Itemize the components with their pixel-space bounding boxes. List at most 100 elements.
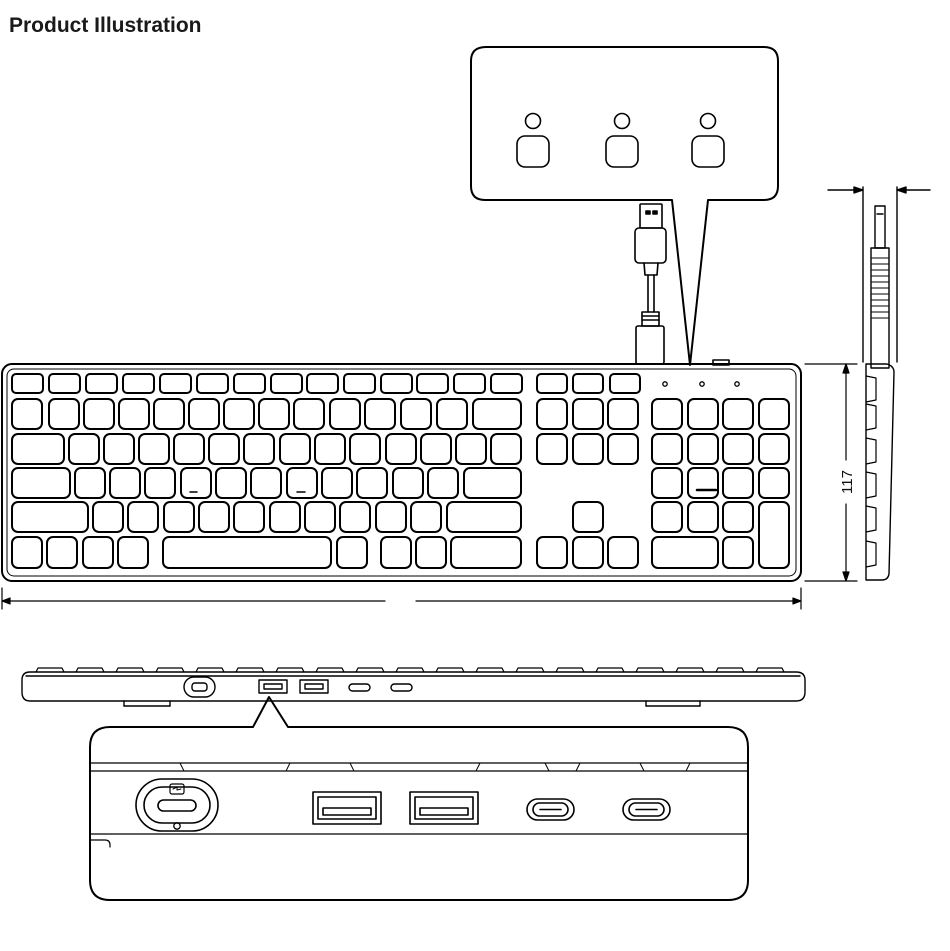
key bbox=[93, 502, 123, 532]
key-bump-markers bbox=[190, 490, 716, 492]
key-numpad bbox=[652, 399, 682, 429]
key-modifier bbox=[416, 537, 446, 568]
key-shift-right bbox=[447, 502, 521, 532]
usb-strain-relief bbox=[642, 312, 659, 326]
key bbox=[280, 434, 310, 464]
front-usb-c-port-2 bbox=[391, 684, 412, 691]
key bbox=[350, 434, 380, 464]
key-space bbox=[163, 537, 331, 568]
key-numpad bbox=[723, 537, 753, 568]
key-function bbox=[12, 374, 43, 393]
callout-power-switch bbox=[136, 779, 218, 831]
key bbox=[104, 434, 134, 464]
key bbox=[491, 434, 521, 464]
key bbox=[181, 468, 211, 498]
key-arrow bbox=[537, 537, 567, 568]
key-numpad bbox=[723, 399, 753, 429]
indicator-led-2 bbox=[615, 114, 630, 129]
key bbox=[376, 502, 406, 532]
key bbox=[154, 399, 184, 429]
width-dimension bbox=[2, 588, 801, 609]
key bbox=[386, 434, 416, 464]
key-function bbox=[160, 374, 191, 393]
key-numpad bbox=[652, 434, 682, 464]
keyboard-keys bbox=[12, 374, 789, 568]
callout-usb-c-port-2 bbox=[623, 799, 670, 820]
key-numpad bbox=[652, 502, 682, 532]
key bbox=[270, 502, 300, 532]
key-arrow bbox=[573, 537, 603, 568]
height-dimension-label: 117 bbox=[839, 470, 856, 494]
key-numpad bbox=[723, 434, 753, 464]
key-nav bbox=[608, 434, 638, 464]
key-numpad-zero bbox=[652, 537, 718, 568]
key bbox=[315, 434, 345, 464]
side-key-profile bbox=[866, 541, 876, 567]
key bbox=[110, 468, 140, 498]
key bbox=[357, 468, 387, 498]
front-usb-a-port-2 bbox=[300, 680, 328, 693]
callout-usb-c-port-1 bbox=[527, 799, 574, 820]
key bbox=[322, 468, 352, 498]
key-function bbox=[234, 374, 265, 393]
front-power-switch bbox=[184, 677, 215, 697]
key bbox=[411, 502, 441, 532]
key-function bbox=[454, 374, 485, 393]
callout-usb-a-port-1 bbox=[313, 792, 381, 824]
key bbox=[401, 399, 431, 429]
key-backspace bbox=[473, 399, 521, 429]
keyboard-status-leds bbox=[663, 382, 739, 386]
key-arrow bbox=[608, 537, 638, 568]
key bbox=[209, 434, 239, 464]
side-body bbox=[866, 364, 894, 580]
indicator-callout bbox=[471, 47, 778, 365]
height-dimension: 117 bbox=[805, 364, 857, 581]
key bbox=[119, 399, 149, 429]
key-modifier bbox=[381, 537, 411, 568]
key-function bbox=[573, 374, 603, 393]
key bbox=[75, 468, 105, 498]
key bbox=[340, 502, 370, 532]
keyboard-front-view bbox=[22, 668, 805, 706]
key bbox=[437, 399, 467, 429]
key-enter bbox=[464, 468, 521, 498]
side-key-profile bbox=[866, 376, 876, 402]
indicator-led-3 bbox=[701, 114, 716, 129]
front-usb-a-port-1 bbox=[259, 680, 287, 693]
key-function bbox=[344, 374, 375, 393]
key bbox=[174, 434, 204, 464]
key-nav bbox=[537, 434, 567, 464]
key bbox=[12, 399, 42, 429]
key bbox=[330, 399, 360, 429]
key bbox=[456, 434, 486, 464]
key-tab bbox=[12, 434, 64, 464]
usb-plug-body bbox=[635, 228, 666, 263]
key-numpad bbox=[652, 468, 682, 498]
key-function bbox=[49, 374, 80, 393]
key-numpad bbox=[688, 399, 718, 429]
key bbox=[69, 434, 99, 464]
key-function bbox=[537, 374, 567, 393]
key bbox=[234, 502, 264, 532]
key bbox=[428, 468, 458, 498]
key bbox=[164, 502, 194, 532]
key-caps-lock bbox=[12, 468, 70, 498]
key-numpad-enter bbox=[759, 502, 789, 568]
key bbox=[84, 399, 114, 429]
side-key-profile bbox=[866, 472, 876, 498]
key-function bbox=[86, 374, 117, 393]
key bbox=[244, 434, 274, 464]
key-nav bbox=[608, 399, 638, 429]
key bbox=[139, 434, 169, 464]
key bbox=[49, 399, 79, 429]
key bbox=[421, 434, 451, 464]
key bbox=[365, 399, 395, 429]
key-nav bbox=[537, 399, 567, 429]
keyboard-top-view bbox=[2, 364, 801, 581]
key-modifier bbox=[118, 537, 148, 568]
key-numpad bbox=[759, 468, 789, 498]
key-function bbox=[197, 374, 228, 393]
key bbox=[216, 468, 246, 498]
key-function bbox=[491, 374, 522, 393]
